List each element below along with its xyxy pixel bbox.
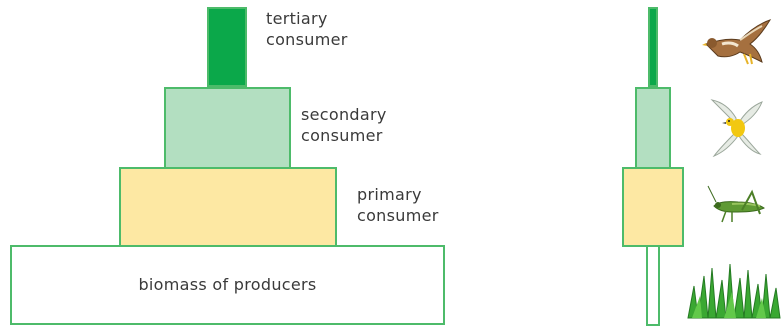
grasshopper-icon xyxy=(707,185,765,223)
tertiary-label-line1: tertiary xyxy=(266,9,328,28)
secondary-label-line1: secondary xyxy=(301,105,387,124)
tertiary-label-line2: consumer xyxy=(266,30,348,49)
primary-label-line1: primary xyxy=(357,185,422,204)
primary-label-line2: consumer xyxy=(357,206,439,225)
bird-icon xyxy=(710,99,763,158)
narrow-secondary-box xyxy=(635,87,671,169)
primary-consumer-label: primary consumer xyxy=(357,184,439,226)
pyramid-producers-box xyxy=(10,245,445,325)
pyramid-primary-box xyxy=(119,167,337,247)
producers-biomass-label: biomass of producers xyxy=(138,275,317,294)
hawk-icon xyxy=(702,19,772,65)
narrow-primary-box xyxy=(622,167,684,247)
secondary-consumer-label: secondary consumer xyxy=(301,104,387,146)
pyramid-secondary-box xyxy=(164,87,291,169)
grass-icon xyxy=(687,263,781,319)
tertiary-consumer-label: tertiary consumer xyxy=(266,8,348,50)
pyramid-tertiary-box xyxy=(207,7,247,87)
narrow-tertiary-box xyxy=(648,7,658,87)
secondary-label-line2: consumer xyxy=(301,126,383,145)
narrow-producers-box xyxy=(646,245,660,326)
